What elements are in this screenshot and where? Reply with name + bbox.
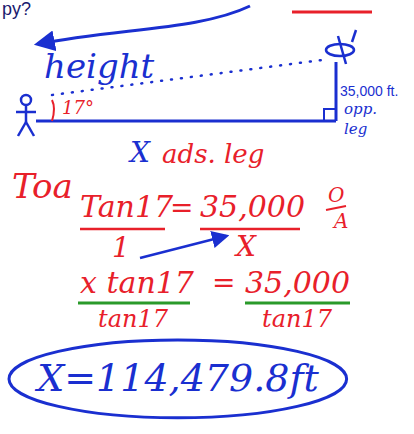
fraction-bar bbox=[80, 228, 165, 231]
mnemonic: Toa bbox=[12, 168, 73, 205]
cross-multiply-arrow bbox=[140, 236, 226, 258]
airplane bbox=[326, 30, 356, 64]
opposite-leg bbox=[335, 62, 338, 121]
equation-term: 35,000 bbox=[245, 266, 350, 299]
angle-arc bbox=[52, 100, 54, 121]
pointer-arrow bbox=[38, 6, 250, 44]
person-figure bbox=[16, 95, 36, 136]
equation-term: X bbox=[236, 232, 256, 263]
variable: X bbox=[130, 138, 150, 169]
dimension: 35,000 ft. bbox=[340, 84, 398, 99]
side-label: leg bbox=[344, 121, 367, 138]
fraction-bar bbox=[245, 302, 350, 305]
equals-sign: = bbox=[170, 193, 193, 224]
fraction-bar bbox=[78, 302, 190, 305]
answer-ellipse: X=114,479.8ft bbox=[7, 338, 349, 420]
answer-text: X=114,479.8ft bbox=[37, 358, 319, 400]
side-label: ads. leg bbox=[162, 140, 264, 169]
equation-term: Tan17 bbox=[80, 190, 173, 223]
equals-sign: = bbox=[212, 268, 235, 299]
adjacent-leg bbox=[36, 120, 336, 123]
side-label: height bbox=[44, 48, 154, 85]
underline bbox=[292, 11, 372, 14]
ratio-term: A bbox=[334, 210, 348, 232]
equation-term: x tan17 bbox=[80, 266, 194, 299]
equation-term: 35,000 bbox=[200, 190, 305, 223]
equation-term: tan17 bbox=[262, 306, 332, 332]
equation-term: tan17 bbox=[98, 306, 168, 332]
equation-term: 1 bbox=[112, 233, 130, 264]
angle-label: 17° bbox=[62, 98, 94, 118]
side-label: opp. bbox=[344, 101, 377, 118]
right-angle-mark bbox=[324, 109, 336, 121]
fraction-bar bbox=[200, 228, 300, 231]
question-fragment: py? bbox=[2, 0, 31, 20]
ratio-term: O bbox=[328, 184, 344, 206]
